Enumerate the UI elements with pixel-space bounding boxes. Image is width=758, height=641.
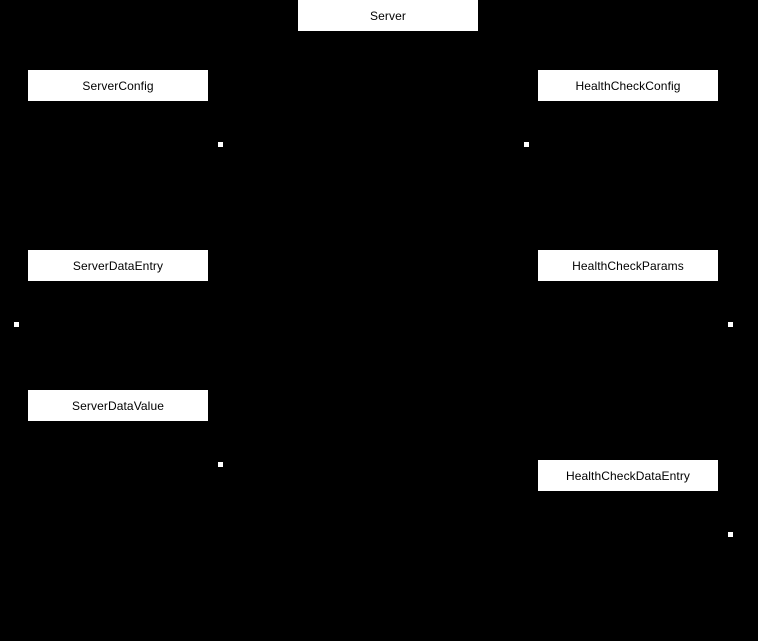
node-health-check-params[interactable]: HealthCheckParams [538, 250, 718, 281]
node-health-check-config[interactable]: HealthCheckConfig [538, 70, 718, 101]
edge-marker-icon [728, 532, 733, 537]
node-server-data-entry[interactable]: ServerDataEntry [28, 250, 208, 281]
edge-marker-icon [524, 142, 529, 147]
node-label: ServerDataEntry [72, 258, 164, 273]
node-server[interactable]: Server [298, 0, 478, 31]
node-label: HealthCheckDataEntry [565, 468, 691, 483]
edge-marker-icon [728, 322, 733, 327]
node-label: Server [370, 8, 406, 23]
node-label: HealthCheckConfig [575, 78, 681, 93]
node-label: ServerDataValue [72, 398, 164, 413]
edge-marker-icon [14, 322, 19, 327]
edge-marker-icon [218, 462, 223, 467]
node-health-check-data-entry[interactable]: HealthCheckDataEntry [538, 460, 718, 491]
node-label: ServerConfig [82, 78, 154, 93]
edge-marker-icon [218, 142, 223, 147]
node-server-data-value[interactable]: ServerDataValue [28, 390, 208, 421]
node-label: HealthCheckParams [572, 258, 684, 273]
node-server-config[interactable]: ServerConfig [28, 70, 208, 101]
